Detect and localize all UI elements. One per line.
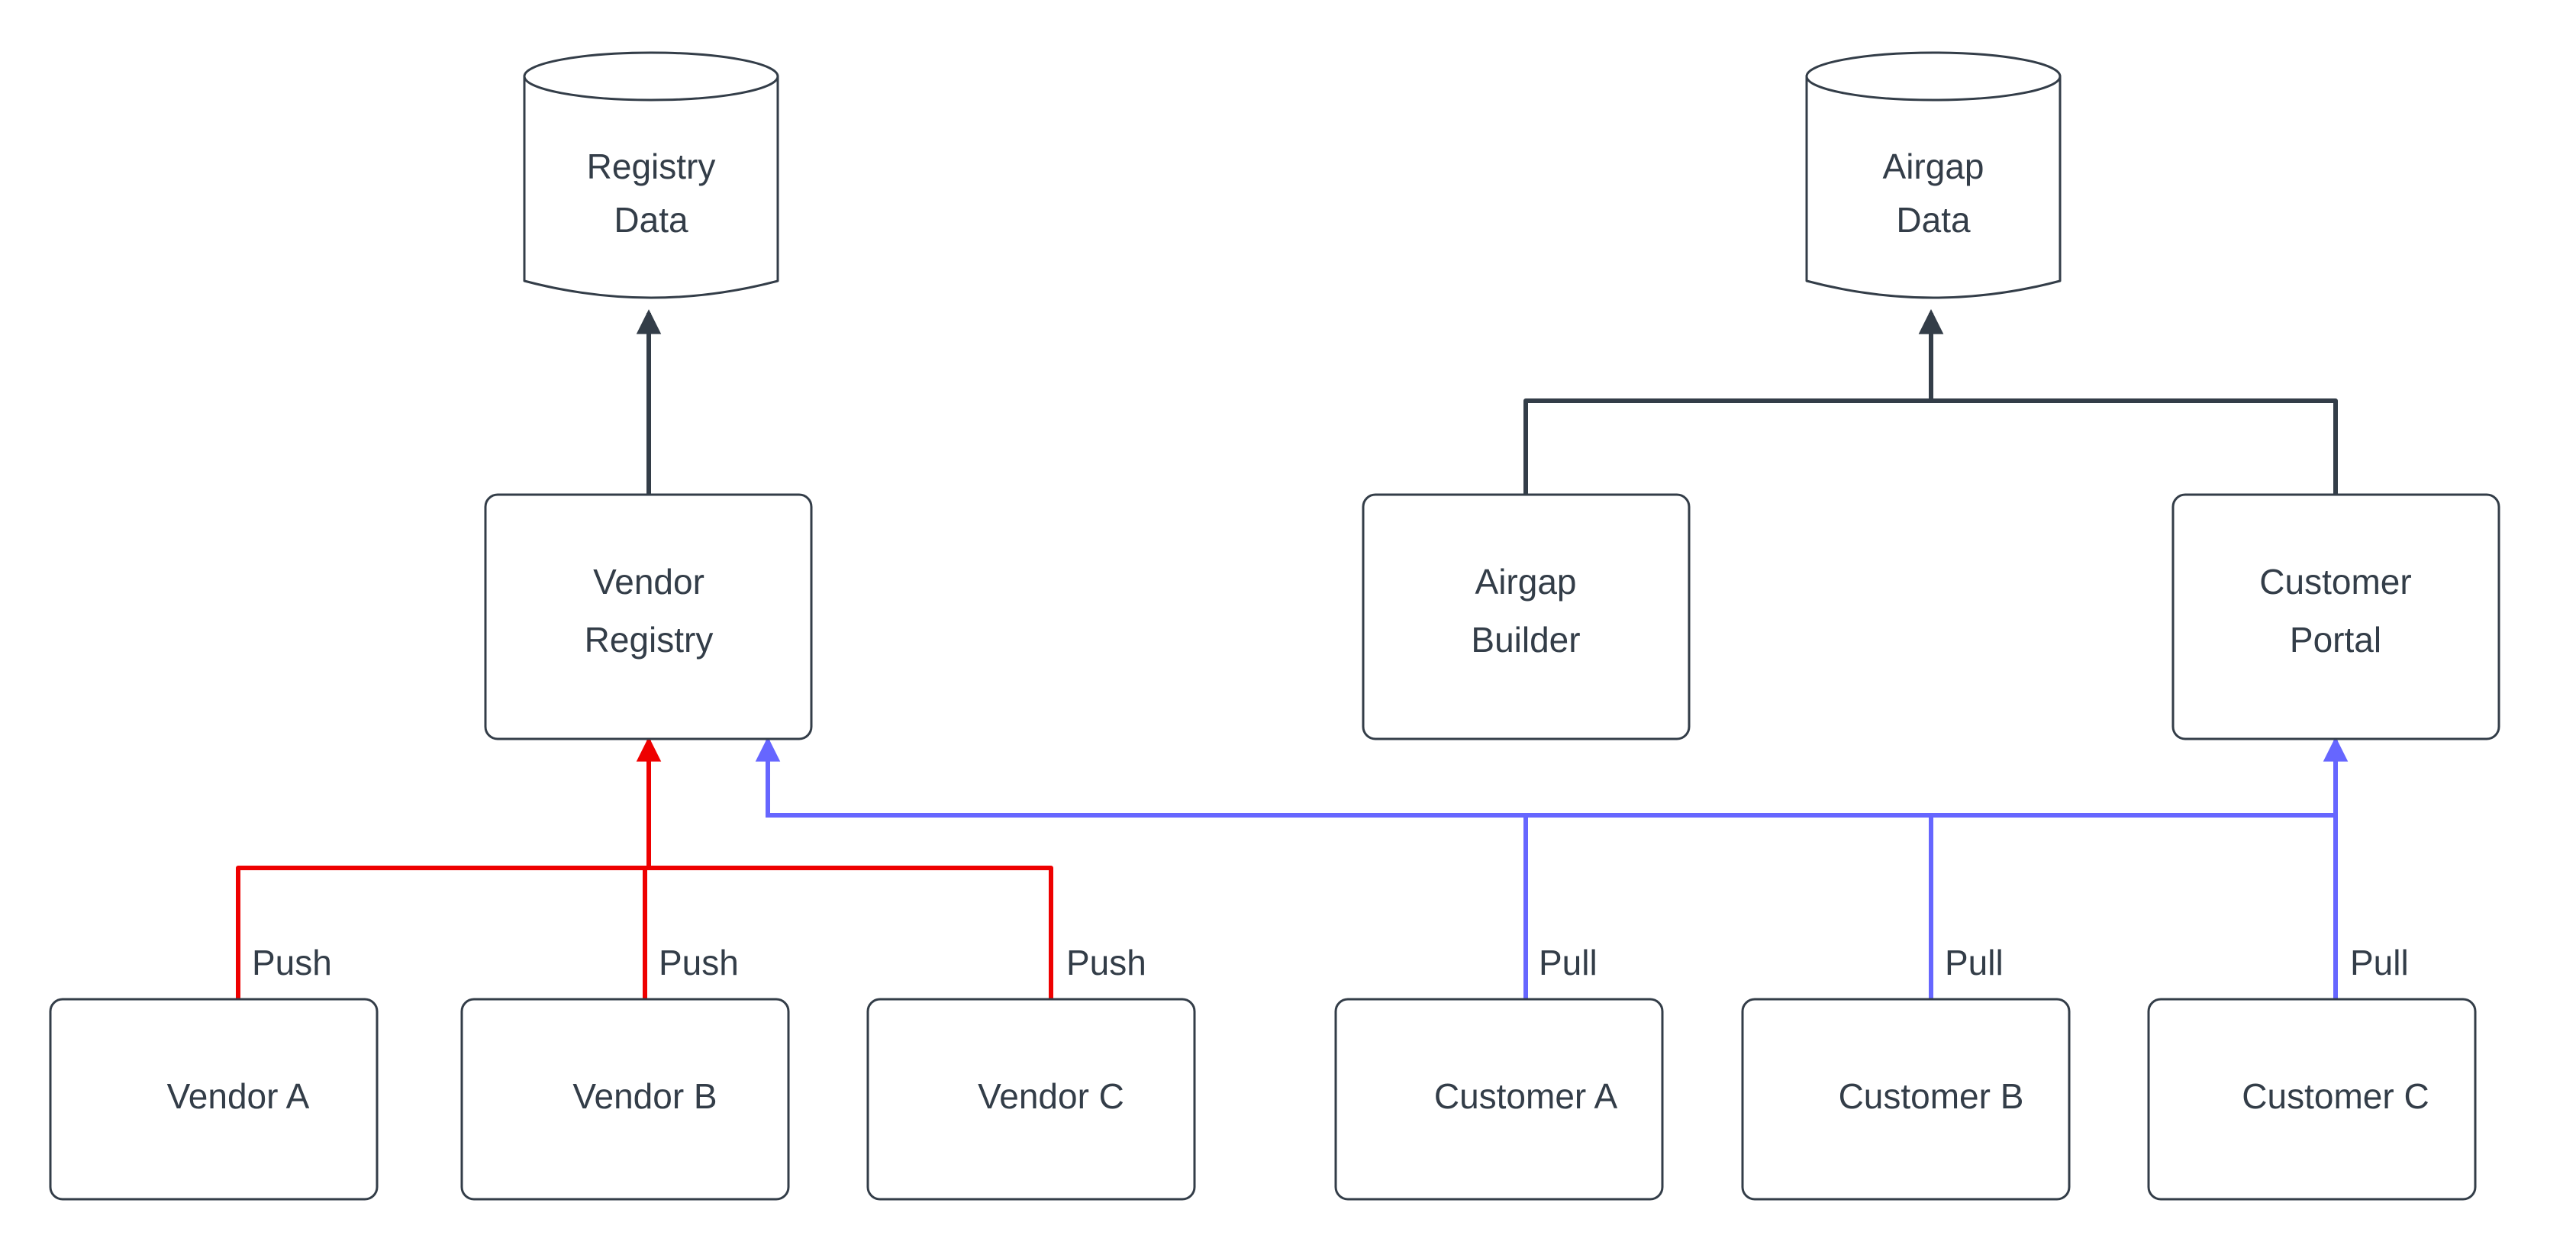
edge-push-vendor-a [236, 866, 649, 999]
edge-label-push-vendor-a: Push [252, 943, 332, 982]
edge-airgap-builder-to-airgap-data [1523, 309, 1944, 495]
node-customer-b-label: Customer B [1839, 1076, 2024, 1116]
edge-label-pull-customer-c: Pull [2350, 943, 2409, 982]
node-customer-c-label: Customer C [2242, 1076, 2429, 1116]
node-vendor-a-label: Vendor A [167, 1076, 310, 1116]
edge-pull-customer-b-trunk [768, 813, 1933, 999]
node-vendor-c-label: Vendor C [978, 1076, 1124, 1116]
edge-label-push-vendor-b: Push [659, 943, 739, 982]
datastore-airgap-data-label-line1: Airgap [1883, 147, 1984, 186]
node-customer-b[interactable]: Customer B [1741, 998, 2071, 1201]
node-vendor-registry-label-line1: Vendor [593, 562, 704, 602]
datastore-registry-data[interactable]: Registry Data [523, 51, 779, 299]
edge-label-pull-customer-b: Pull [1945, 943, 2004, 982]
node-customer-portal[interactable]: Customer Portal [2171, 493, 2500, 740]
edge-customer-portal-to-airgap-data [1918, 309, 2338, 495]
node-vendor-b[interactable]: Vendor B [460, 998, 790, 1201]
node-airgap-builder-label-line1: Airgap [1475, 562, 1577, 602]
node-customer-portal-label-line1: Customer [2259, 562, 2411, 602]
node-vendor-b-label: Vendor B [572, 1076, 717, 1116]
node-customer-portal-label-line2: Portal [2290, 620, 2381, 660]
edge-push-vendor-c [649, 866, 1053, 999]
edge-pull-customer-a-trunk [768, 813, 1528, 999]
node-vendor-c[interactable]: Vendor C [866, 998, 1196, 1201]
node-customer-a-label: Customer A [1434, 1076, 1618, 1116]
edge-label-pull-customer-a: Pull [1539, 943, 1598, 982]
node-customer-c[interactable]: Customer C [2147, 998, 2477, 1201]
datastore-registry-data-label-line1: Registry [587, 147, 716, 186]
node-customer-a[interactable]: Customer A [1334, 998, 1664, 1201]
datastore-registry-data-label-line2: Data [614, 200, 688, 240]
datastore-airgap-data-label-line2: Data [1896, 200, 1971, 240]
node-airgap-builder-label-line2: Builder [1471, 620, 1580, 660]
edge-label-push-vendor-c: Push [1066, 943, 1146, 982]
node-vendor-registry-label-line2: Registry [585, 620, 714, 660]
node-airgap-builder[interactable]: Airgap Builder [1362, 493, 1691, 740]
node-vendor-registry[interactable]: Vendor Registry [484, 493, 813, 740]
node-vendor-a[interactable]: Vendor A [49, 998, 379, 1201]
datastore-airgap-data[interactable]: Airgap Data [1805, 51, 2062, 299]
